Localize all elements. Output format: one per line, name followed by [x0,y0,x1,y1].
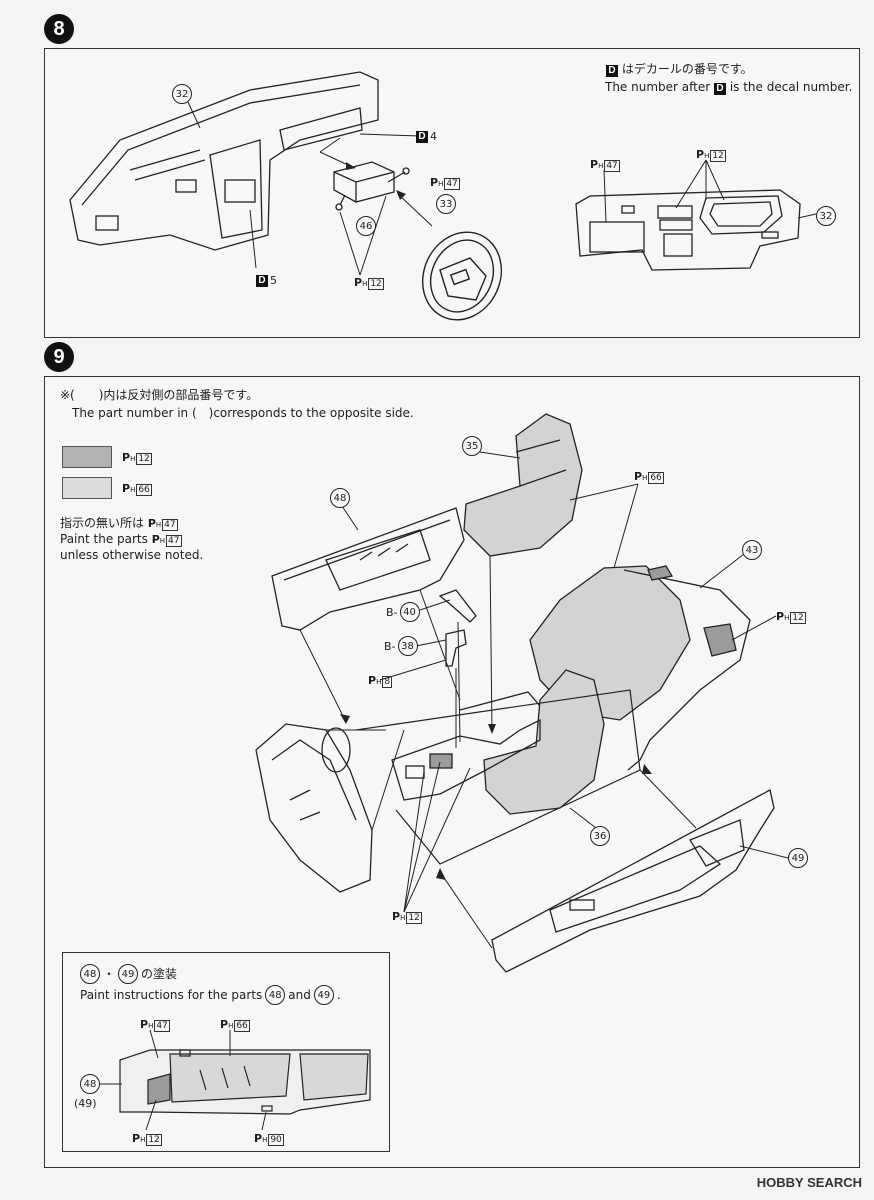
inset-title-jp: 48 ・ 49 の塗装 [80,964,177,984]
dash-detail-drawing [575,189,801,271]
inset-part-49-paren: (49) [74,1097,97,1110]
default-paint-en-2: unless otherwise noted. [60,548,204,562]
part-label-32: 32 [172,84,192,104]
front-seat-35-drawing [463,413,583,557]
paint-inset-frame [62,952,390,1152]
decal-5-label: D 5 [256,274,277,287]
part-label-32-detail: 32 [816,206,836,226]
levers-drawing [438,589,477,667]
dashboard-drawing [69,71,379,251]
watermark: HOBBY SEARCH [756,1175,862,1190]
decal-4-label: D 4 [416,130,437,143]
decal-note-jp-text: はデカールの番号です。 [621,62,753,76]
decal-letter-box-2: D [714,83,726,95]
decal-note-en-post: is the decal number. [729,80,853,94]
opposite-side-note-en: The part number in ( )corresponds to the… [72,406,414,420]
door-panel-49-drawing [491,789,775,973]
part-label-49: 49 [788,848,808,868]
step-9-badge: 9 [44,342,74,372]
bracket-drawing [333,161,410,211]
swatch-dark [62,446,112,468]
inset-door-drawing [119,1049,371,1115]
decal-5-box: D [256,274,268,287]
door-panel-48-drawing [271,507,465,631]
decal-note-jp: D はデカールの番号です。 [606,62,753,77]
decal-4-num: 4 [430,130,437,143]
part-label-46: 46 [356,216,376,236]
swatch-light [62,477,112,499]
inset-title-en: Paint instructions for the parts 48 and … [80,985,341,1005]
decal-letter-box: D [606,65,618,77]
step-9-frame [44,376,860,1168]
inset-part-48: 48 [80,1074,100,1094]
decal-note-en-pre: The number after [605,80,711,94]
front-seat-36-drawing [483,669,605,815]
part-label-b38: B- 38 [384,636,418,656]
opposite-side-note-jp: ※( )内は反対側の部品番号です。 [60,388,259,402]
part-label-43: 43 [742,540,762,560]
step-8-badge: 8 [44,14,74,44]
part-label-48: 48 [330,488,350,508]
part-label-36: 36 [590,826,610,846]
decal-note-en: The number after D is the decal number. [605,80,852,95]
part-label-33: 33 [436,194,456,214]
part-label-35: 35 [462,436,482,456]
decal-5-num: 5 [270,274,277,287]
part-label-b40: B- 40 [386,602,420,622]
steering-wheel-drawing [421,231,503,321]
decal-4-box: D [416,130,428,143]
dash-piece-drawing [255,723,373,893]
